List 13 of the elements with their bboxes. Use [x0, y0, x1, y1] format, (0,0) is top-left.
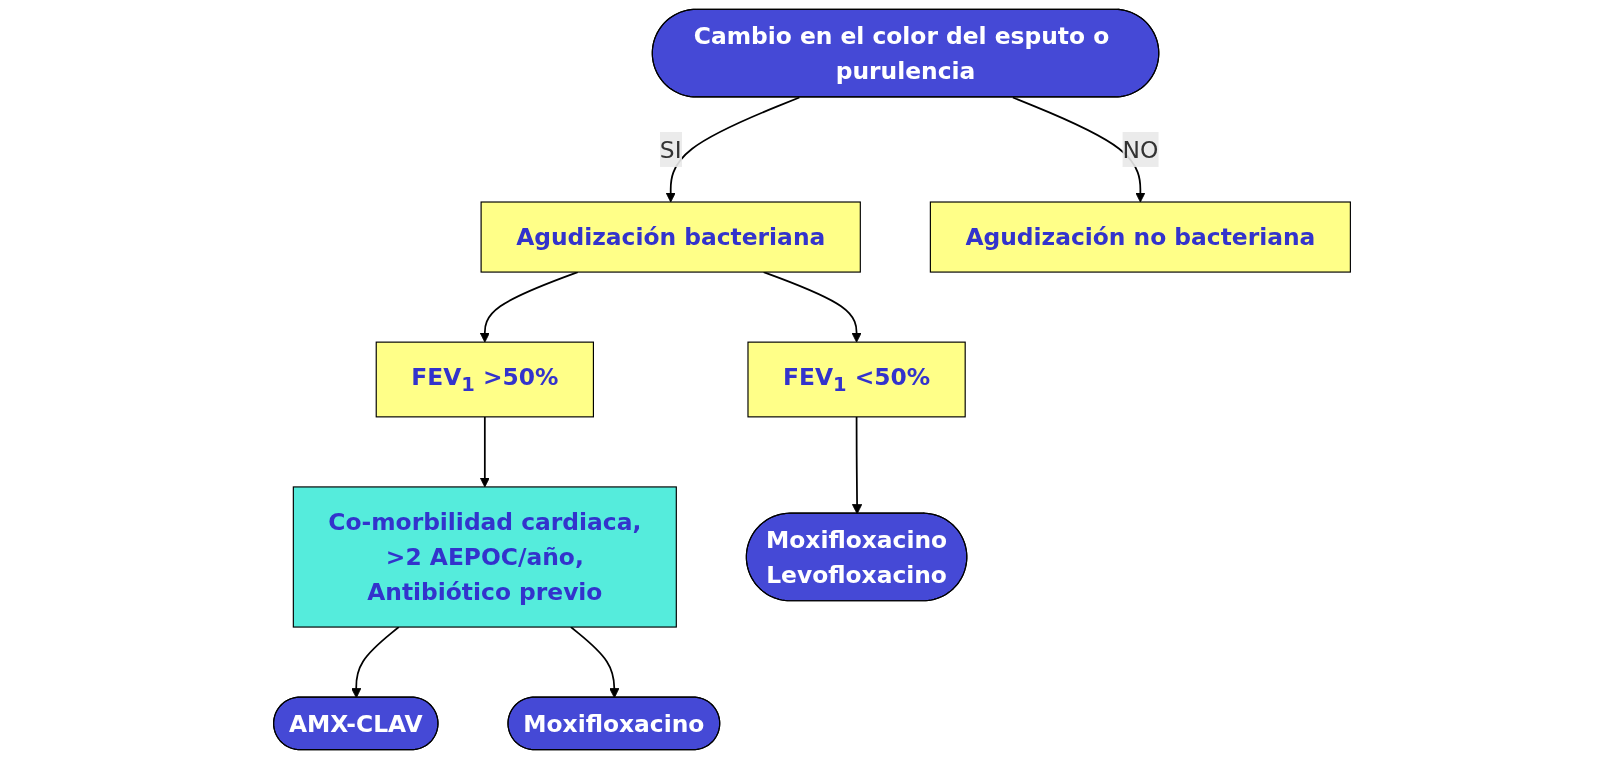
arrow [479, 416, 490, 488]
node-box: Co-morbilidad cardiaca, >2 AEPOC/año, Antibiótico previo [292, 486, 677, 628]
arrow [851, 416, 863, 515]
node-box: FEV$_{1}$ <50% [747, 341, 966, 418]
arrow [1012, 96, 1146, 203]
edge-label: SI [659, 135, 682, 164]
node-box: FEV$_{1}$ >50% [375, 341, 594, 418]
edge-label: NO [1122, 135, 1159, 164]
arrow [665, 96, 801, 203]
node-box: Agudización bacteriana [480, 201, 861, 273]
node-box: Agudización no bacteriana [929, 201, 1351, 273]
arrow [351, 626, 400, 699]
arrow [569, 626, 620, 699]
